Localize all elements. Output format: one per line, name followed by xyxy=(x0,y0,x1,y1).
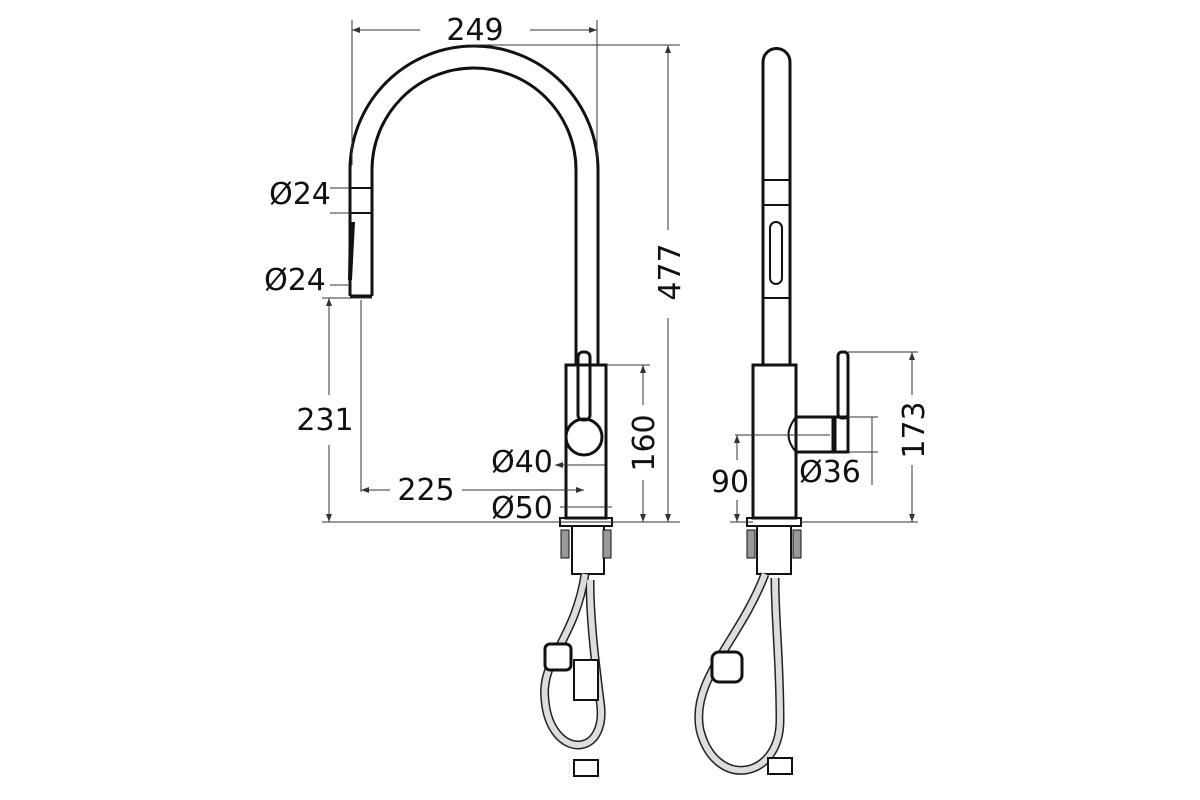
spout-outline xyxy=(348,44,600,365)
side-lever xyxy=(836,350,850,420)
spray-button xyxy=(769,221,783,285)
handle-axis-dimension: 90 xyxy=(711,465,749,500)
outlet-height-dimension: 231 xyxy=(296,403,353,438)
height-dimension: 477 xyxy=(653,243,688,300)
spray-head-detail xyxy=(348,222,355,280)
handle-diameter-dimension: Ø36 xyxy=(799,455,861,490)
side-spout xyxy=(761,47,792,365)
body-diameter-dimension: Ø40 xyxy=(491,445,553,480)
front-view: 249 477 Ø24 Ø24 231 225 Ø40 Ø50 160 xyxy=(264,13,688,777)
spray-diameter-top: Ø24 xyxy=(269,177,331,212)
handle-knob xyxy=(564,417,604,457)
side-view: 173 90 Ø36 xyxy=(694,47,932,775)
handle-height-dimension: 173 xyxy=(897,401,932,458)
width-dimension: 249 xyxy=(446,13,503,48)
lever xyxy=(576,350,592,422)
side-hose-weight xyxy=(710,650,744,684)
base-diameter-dimension: Ø50 xyxy=(491,491,553,526)
hose-weight xyxy=(543,642,573,672)
spray-diameter-bottom: Ø24 xyxy=(264,263,326,298)
body-height-dimension: 160 xyxy=(627,414,662,471)
reach-dimension: 225 xyxy=(397,473,454,508)
